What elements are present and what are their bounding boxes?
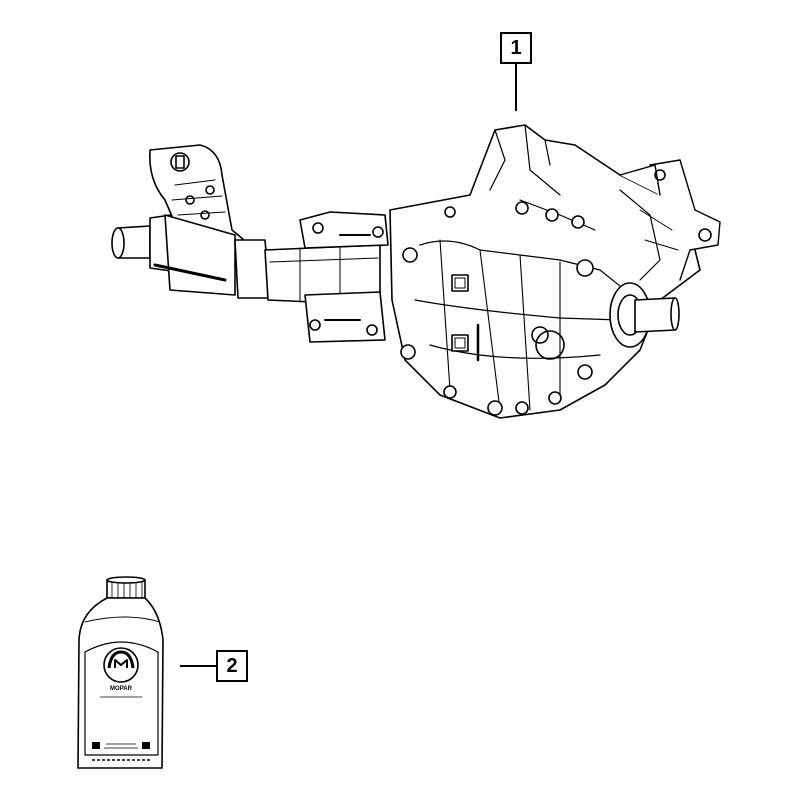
leader-line-2 (180, 665, 216, 667)
callout-1[interactable]: 1 (500, 32, 532, 64)
callout-2[interactable]: 2 (216, 650, 248, 682)
leader-line-1 (515, 64, 517, 111)
bottle-brand-text: MOPAR (110, 686, 133, 692)
